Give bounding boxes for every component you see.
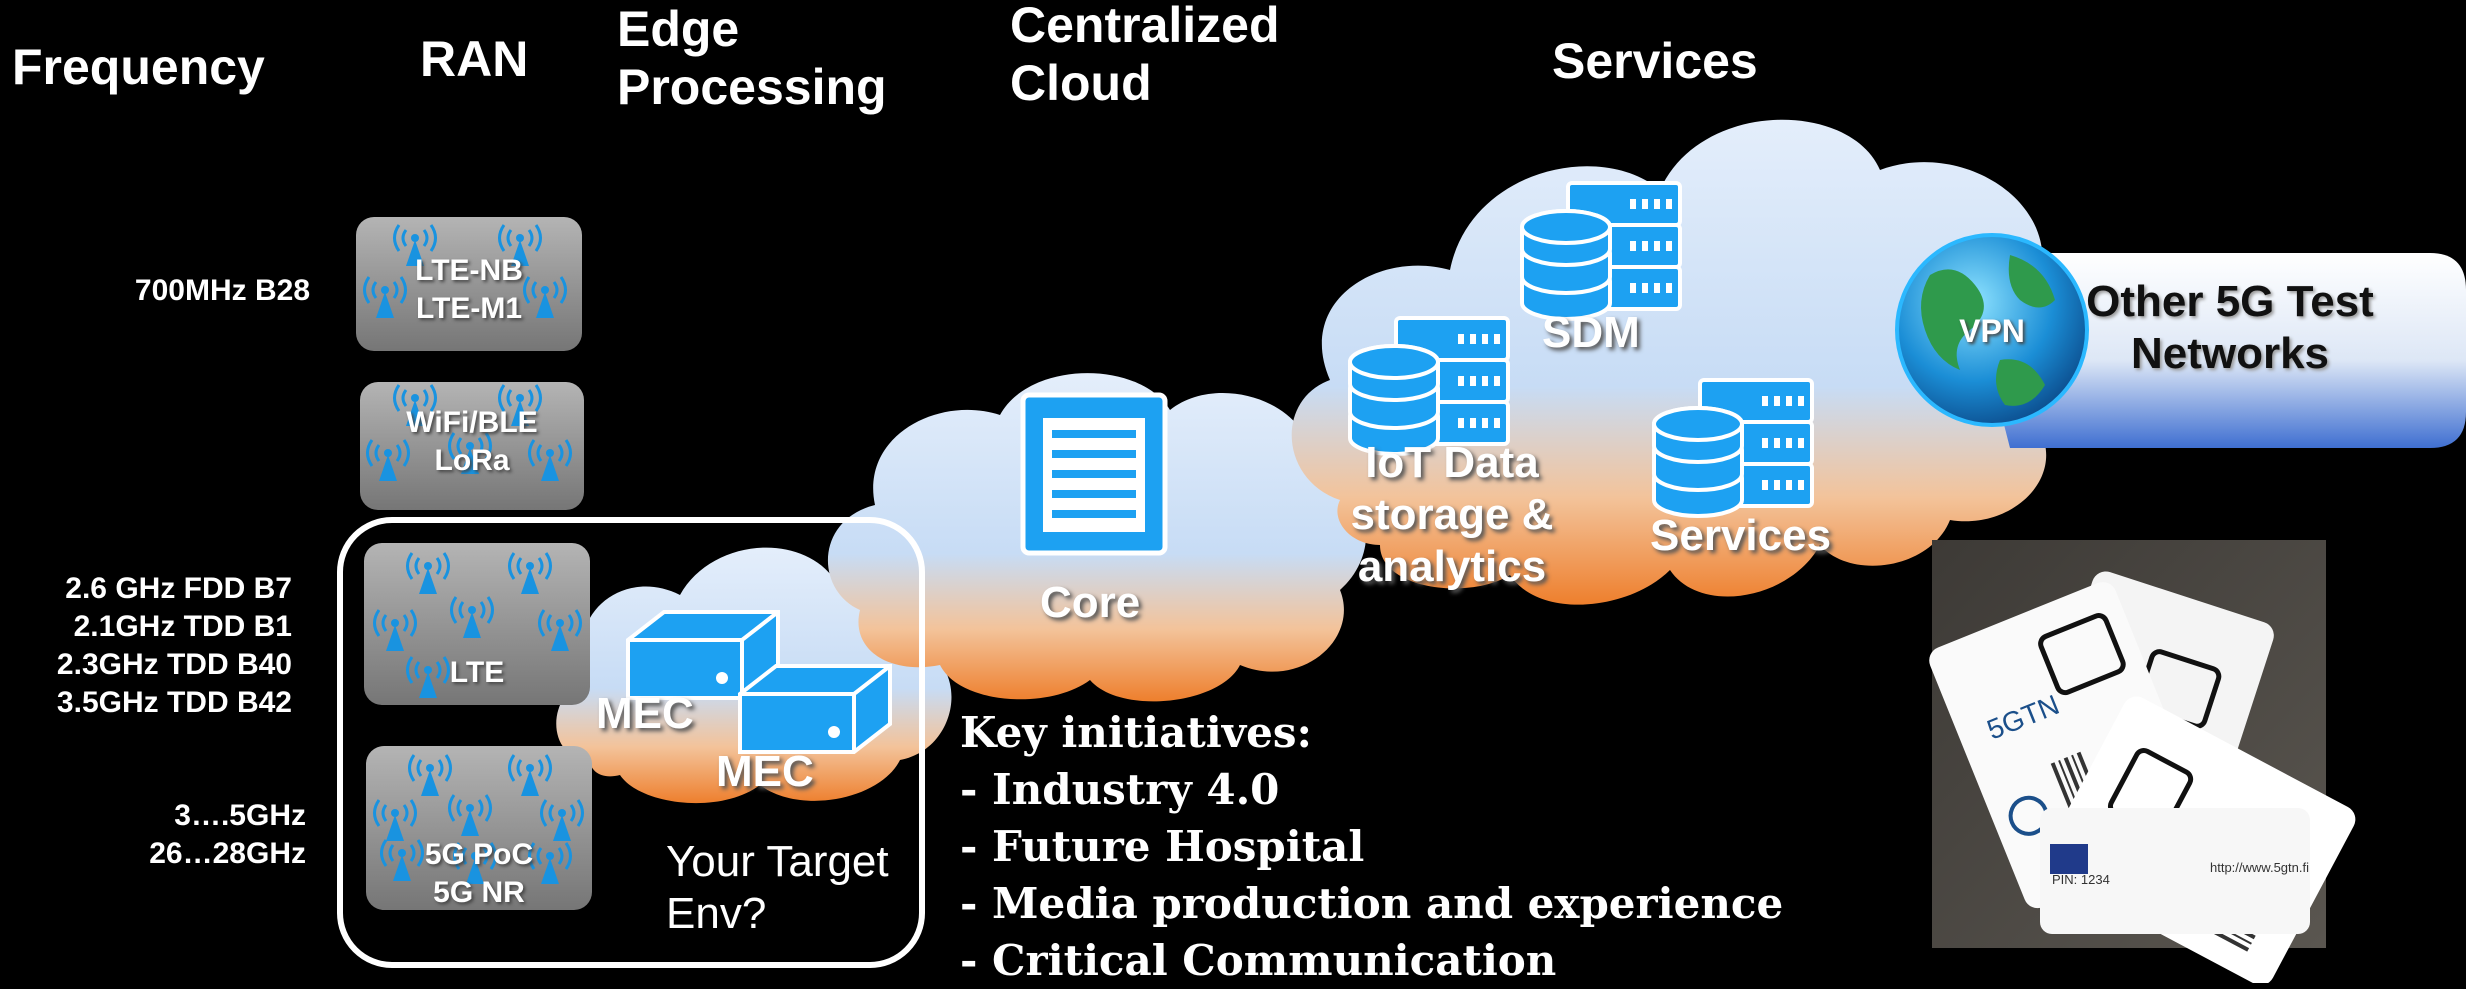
header-edge-processing: Edge Processing — [617, 1, 887, 115]
globe-icon — [1895, 233, 2089, 427]
iot-label: IoT Data storage & analytics — [1350, 438, 1554, 591]
ran-label-lte: LTE — [449, 656, 505, 689]
vpn-banner — [1960, 253, 2466, 448]
target-env-frame — [337, 517, 925, 968]
ran-label-wifi: WiFi/BLE LoRa — [406, 406, 538, 477]
services-label: Services — [1650, 511, 1832, 560]
mec-label-1: MEC — [596, 689, 694, 738]
header-ran: RAN — [420, 31, 529, 87]
ran-box-nr — [366, 746, 592, 910]
freq-lte-bands: 2.6 GHz FDD B7 2.1GHz TDD B1 2.3GHz TDD … — [56, 572, 292, 719]
sdm-label: SDM — [1542, 308, 1640, 357]
ran-box-wifi — [360, 382, 584, 510]
header-centralized-cloud: Centralized Cloud — [1010, 0, 1280, 111]
sim-card-photo: PIN: 1234 http://www.5gtn.fi 5GTN — [1929, 540, 2356, 983]
header-services: Services — [1552, 33, 1758, 89]
ran-label-nb: LTE-NB LTE-M1 — [415, 254, 523, 325]
header-frequency: Frequency — [12, 39, 265, 95]
core-label: Core — [1040, 578, 1141, 627]
sim-pin-label: PIN: 1234 — [2052, 872, 2110, 887]
key-initiatives-title: Key initiatives: — [960, 708, 1312, 757]
ran-label-nr: 5G PoC 5G NR — [424, 838, 534, 909]
target-env-label: Your Target Env? — [666, 837, 889, 938]
key-initiative-item: - Critical Communication — [960, 936, 1557, 985]
key-initiative-item: - Media production and experience — [960, 879, 1784, 928]
mec-label-2: MEC — [716, 747, 814, 796]
ran-box-lte — [364, 543, 590, 705]
sim-url: http://www.5gtn.fi — [2210, 860, 2309, 875]
services-cloud — [1291, 119, 2084, 605]
freq-nr-bands: 3….5GHz 26…28GHz — [149, 799, 306, 870]
freq-700mhz: 700MHz B28 — [134, 274, 310, 307]
key-initiative-item: - Future Hospital — [960, 822, 1365, 871]
core-icon — [1020, 392, 1168, 556]
vpn-label: VPN — [1959, 313, 2025, 349]
key-initiative-item: - Industry 4.0 — [960, 765, 1280, 814]
mec-icon-2 — [738, 664, 892, 754]
ran-box-nb — [356, 217, 582, 351]
other-networks-label: Other 5G Test Networks — [2086, 277, 2374, 378]
